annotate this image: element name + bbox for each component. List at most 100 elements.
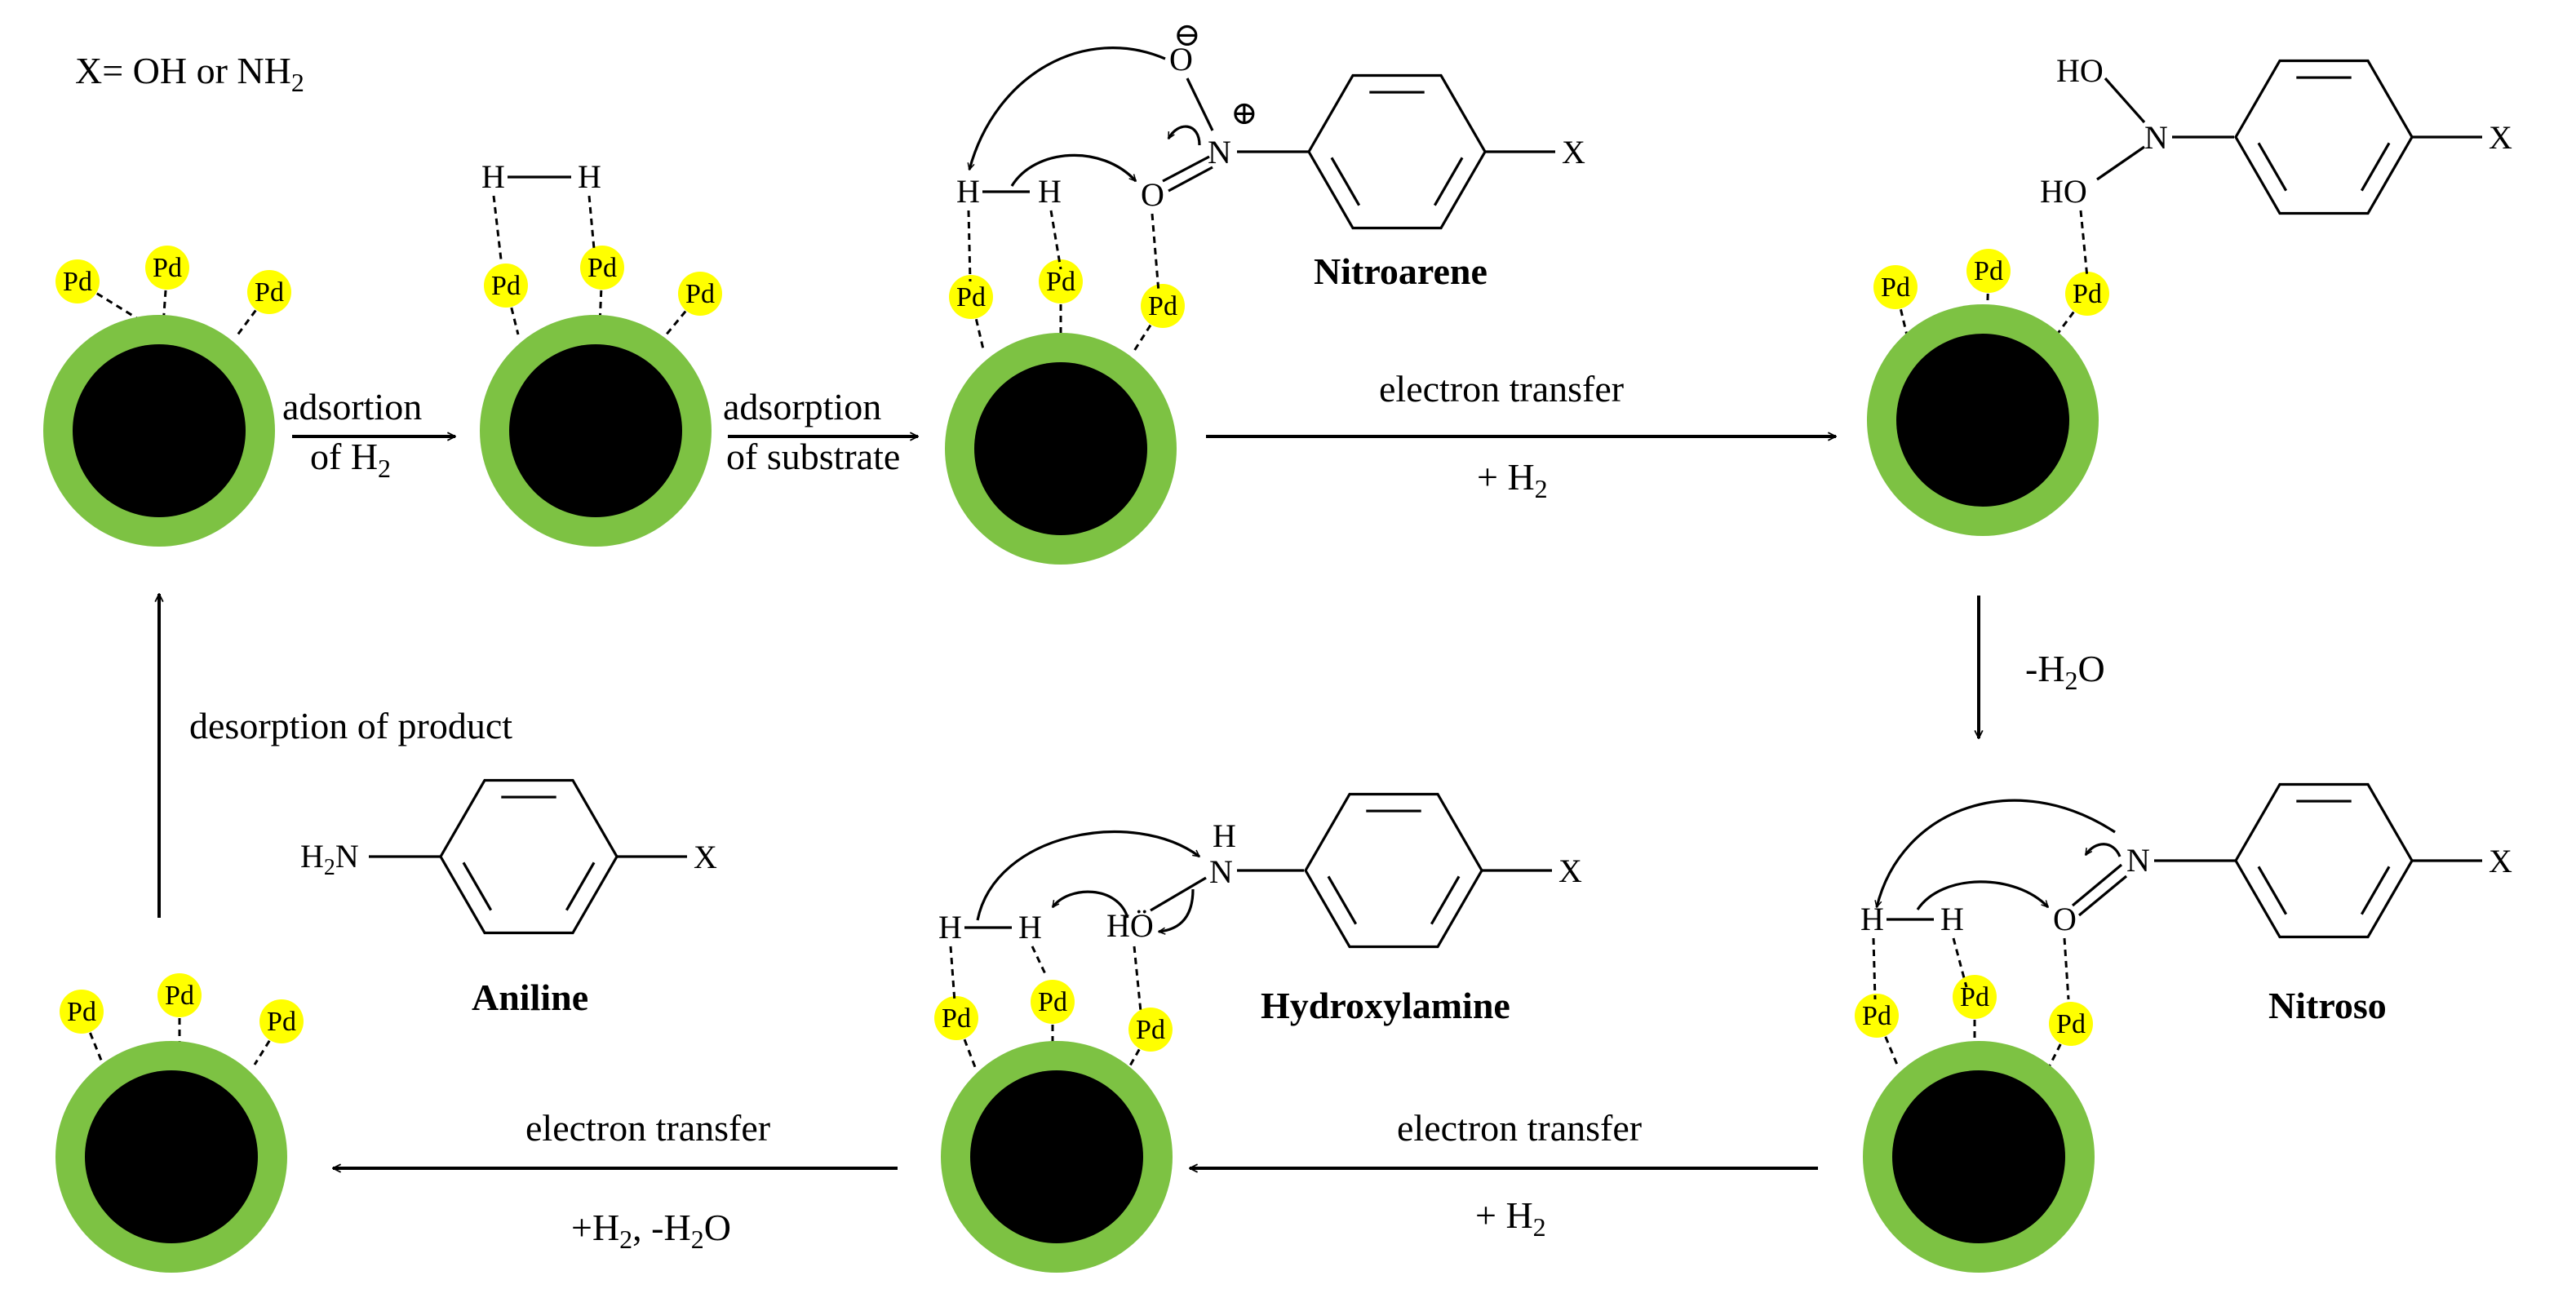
atom-h-right: H	[1018, 909, 1042, 946]
pd-atom: Pd	[934, 996, 978, 1040]
bond-n-o-top	[1186, 78, 1214, 131]
dihydroxy-intermediate: HO N HO	[2040, 52, 2234, 278]
pd-atom: Pd	[484, 264, 528, 308]
pd-label: Pd	[1960, 982, 1989, 1012]
curved-arrow-hh-to-o	[1916, 880, 2048, 910]
nitroarene-adsorbed: H H O O ⊖ N ⊕ Nitroarene	[956, 16, 1488, 293]
black-core	[974, 362, 1147, 535]
bond-n-o-double-1	[1162, 155, 1210, 183]
benzene-ring: X	[1304, 792, 1582, 949]
bond-n-o-double-2	[2077, 875, 2128, 917]
pd-sphere	[1953, 975, 1997, 1019]
dash-h-pd-1	[949, 946, 956, 1003]
pd-label: Pd	[942, 1003, 971, 1034]
black-core	[85, 1070, 258, 1243]
label-adsorption-h2-line1: adsortion	[282, 386, 422, 427]
atom-n: N	[2144, 119, 2168, 156]
pd-anchor-dash	[235, 291, 271, 337]
atom-o-top: O	[1169, 41, 1193, 78]
charge-plus: ⊕	[1230, 95, 1258, 131]
atom-x: X	[694, 839, 717, 875]
pd-sphere	[1031, 980, 1075, 1024]
pd-sphere	[934, 996, 978, 1040]
pd-atom: Pd	[1953, 975, 1997, 1019]
pd-label: Pd	[587, 253, 617, 283]
label-adsorption-substrate-line2: of substrate	[726, 436, 900, 477]
dash-o-pd	[1151, 213, 1160, 293]
ring-double-bond	[565, 861, 596, 911]
pd-anchor-dash	[1875, 1015, 1899, 1065]
pd-anchor-dash	[2046, 1023, 2073, 1070]
atom-x: X	[2489, 843, 2512, 879]
black-core	[970, 1070, 1143, 1243]
ring-outline	[2234, 59, 2414, 215]
curved-arrow-n-o	[2084, 843, 2122, 857]
pd-atom: Pd	[1141, 284, 1185, 328]
curved-arrow-hh-to-o	[1010, 153, 1137, 187]
curved-arrow-n-o	[1167, 125, 1201, 146]
pd-label: Pd	[267, 1007, 296, 1037]
atom-h2n: H2N	[300, 838, 359, 880]
dash-h-pd-1	[1872, 937, 1877, 1000]
pd-atom: Pd	[259, 999, 304, 1043]
bond-ho-n-lower	[2096, 145, 2145, 181]
pd-sphere	[1873, 265, 1918, 309]
atom-x: X	[1562, 134, 1585, 171]
pd-anchor-dash	[1894, 286, 1909, 339]
charge-minus: ⊖	[1173, 16, 1201, 53]
dash-o-pd	[1133, 946, 1142, 1012]
pd-sphere	[145, 246, 189, 290]
pd-sphere	[2049, 1002, 2093, 1046]
pd-atom: Pd	[247, 270, 291, 314]
reagent-electron-transfer-2: + H2	[1475, 1194, 1546, 1242]
black-core	[1892, 1070, 2065, 1243]
pd-atom: Pd	[157, 973, 202, 1017]
atom-h-right: H	[578, 158, 601, 195]
pd-anchor-dash	[663, 293, 702, 337]
pd-label: Pd	[1974, 256, 2003, 286]
pd-anchor-dash	[80, 1011, 104, 1063]
atom-h-left: H	[938, 909, 962, 946]
black-core	[1896, 334, 2069, 507]
pd-sphere	[1039, 259, 1083, 303]
pd-atom: Pd	[145, 246, 189, 290]
atom-h-right: H	[1940, 901, 1964, 937]
pd-label: Pd	[491, 271, 521, 301]
pd-atom: Pd	[580, 246, 624, 290]
ring-outline	[1304, 792, 1483, 949]
pd-atom: Pd	[60, 990, 104, 1034]
pd-anchor-dash	[1124, 1029, 1152, 1074]
dash-o-pd	[2063, 937, 2070, 1000]
pd-sphere	[580, 246, 624, 290]
pd-atom: Pd	[55, 259, 100, 303]
pd-label: Pd	[67, 997, 96, 1027]
label-nitroso: Nitroso	[2268, 985, 2387, 1026]
legend-text: X= OH or NH2	[75, 50, 304, 97]
label-hydroxylamine: Hydroxylamine	[1261, 985, 1510, 1026]
pd-label: Pd	[1148, 291, 1177, 321]
ring-double-bond	[462, 861, 493, 911]
atom-h-left: H	[1860, 901, 1884, 937]
curved-arrow-n-to-h	[1877, 799, 2116, 907]
dash-h-pd-2	[1952, 937, 1968, 988]
benzene-ring: X	[1307, 73, 1585, 230]
ring-double-bond	[2360, 866, 2391, 915]
pd-sphere	[1855, 994, 1899, 1038]
pd-label: Pd	[1881, 272, 1910, 303]
label-adsorption-h2-line2: of H2	[310, 436, 391, 483]
h2-molecule-adsorbed: H H	[481, 158, 601, 260]
black-core	[73, 344, 246, 517]
nitroso-adsorbed: H H O N Nitroso	[1860, 799, 2387, 1026]
pd-atom: Pd	[1873, 265, 1918, 309]
dash-h-pd-2	[1031, 946, 1049, 978]
ring-double-bond	[1330, 157, 1361, 206]
label-desorption: desorption of product	[189, 705, 512, 746]
ring-double-bond	[2257, 866, 2288, 915]
pd-sphere	[157, 973, 202, 1017]
pd-label: Pd	[255, 277, 284, 308]
ring-double-bond	[1430, 875, 1461, 925]
pd-sphere	[1141, 284, 1185, 328]
